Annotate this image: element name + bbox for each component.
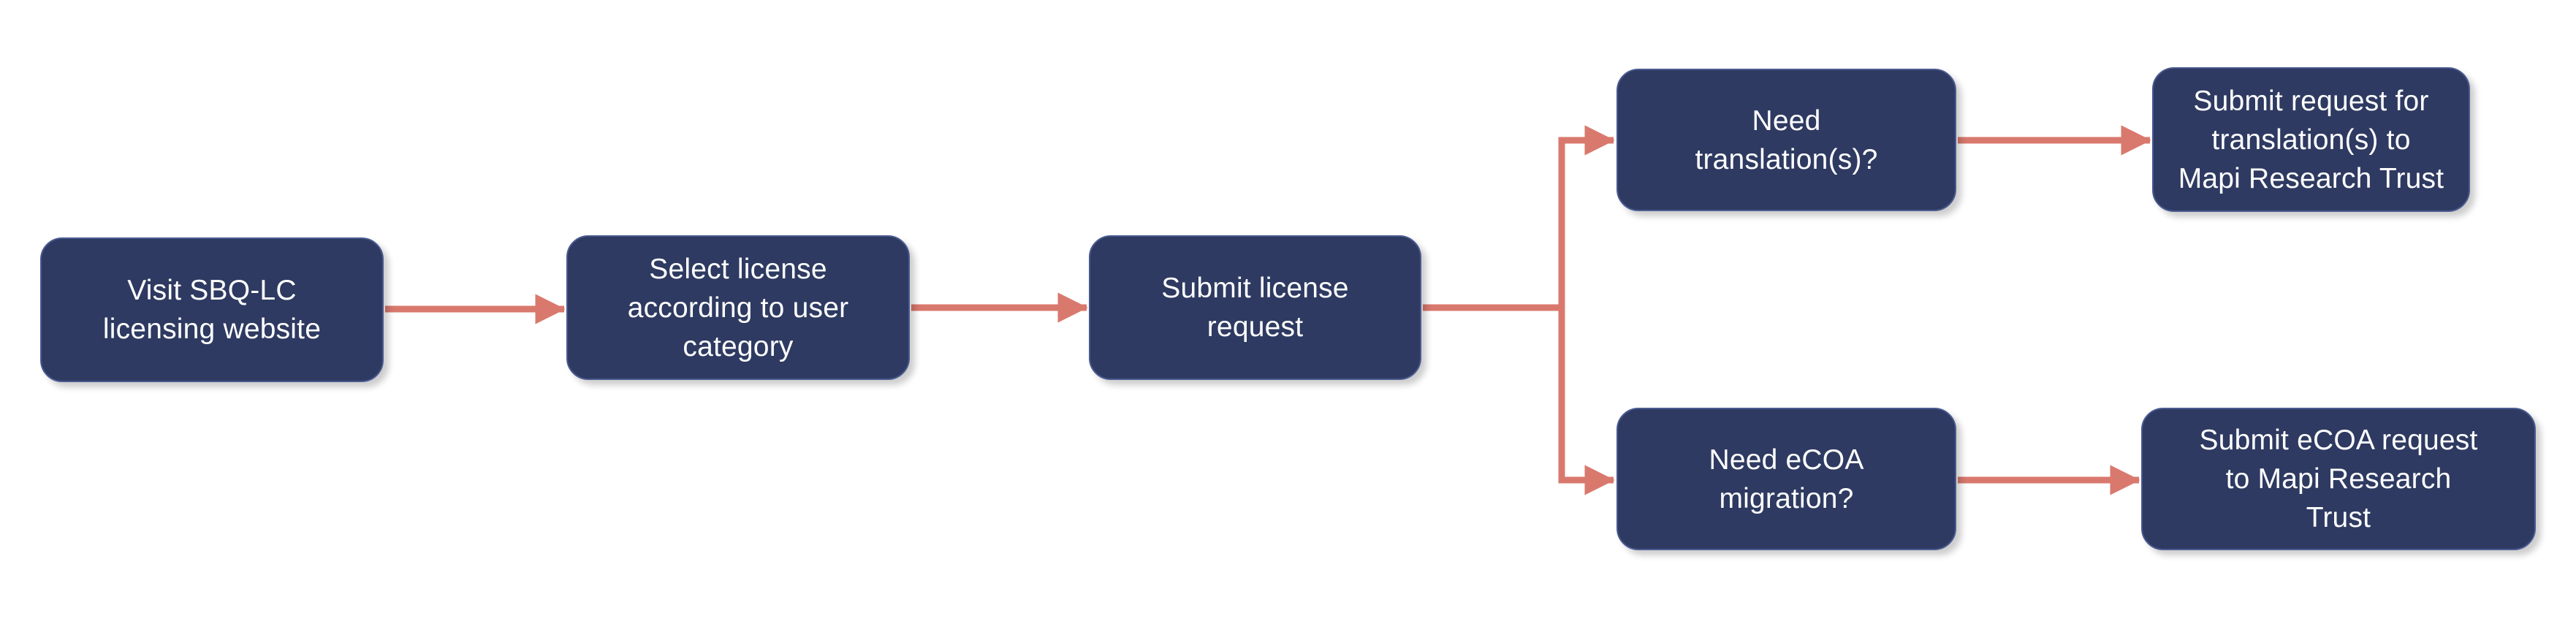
node-visit-website[interactable]: Visit SBQ-LC licensing website — [40, 237, 384, 382]
node-submit-translation-request[interactable]: Submit request for translation(s) to Map… — [2152, 67, 2470, 212]
edge-submit-to-need-ecoa — [1558, 308, 1615, 495]
edge-submit-to-need-translation — [1558, 125, 1615, 308]
node-submit-license-request-label: Submit license request — [1161, 273, 1349, 343]
node-need-ecoa-migration[interactable]: Need eCOA migration? — [1616, 408, 1956, 550]
node-submit-license-request[interactable]: Submit license request — [1089, 235, 1421, 380]
node-select-license[interactable]: Select license according to user categor… — [566, 235, 910, 380]
node-submit-translation-request-label: Submit request for translation(s) to Map… — [2178, 85, 2444, 194]
node-visit-website-label: Visit SBQ-LC licensing website — [102, 275, 322, 345]
node-submit-ecoa-request-label: Submit eCOA request to Mapi Research Tru… — [2199, 425, 2478, 533]
node-submit-ecoa-request[interactable]: Submit eCOA request to Mapi Research Tru… — [2141, 408, 2536, 550]
node-need-translation[interactable]: Need translation(s)? — [1616, 69, 1956, 211]
node-need-ecoa-migration-label: Need eCOA migration? — [1709, 444, 1864, 514]
node-need-translation-label: Need translation(s)? — [1695, 104, 1878, 175]
node-select-license-label: Select license according to user categor… — [627, 253, 849, 362]
